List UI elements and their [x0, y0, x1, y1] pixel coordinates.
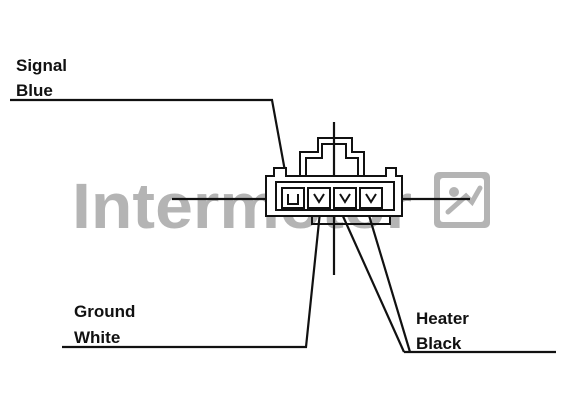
- connector-body: [265, 137, 403, 225]
- label-ground: Ground: [74, 302, 136, 321]
- label-heater: Heater: [416, 309, 469, 328]
- connector-pins: [281, 187, 383, 209]
- heater-wire-2: [366, 211, 412, 353]
- label-white: White: [74, 328, 121, 347]
- connector-lower-tabs: [311, 216, 391, 225]
- heater-wire-1: [340, 213, 406, 353]
- label-signal: Signal: [16, 56, 68, 75]
- label-blue: Blue: [16, 81, 53, 100]
- ground-wire: [62, 211, 322, 349]
- connector-sleeve: [275, 181, 395, 211]
- label-black: Black: [416, 334, 462, 353]
- connector-tower: [299, 137, 365, 176]
